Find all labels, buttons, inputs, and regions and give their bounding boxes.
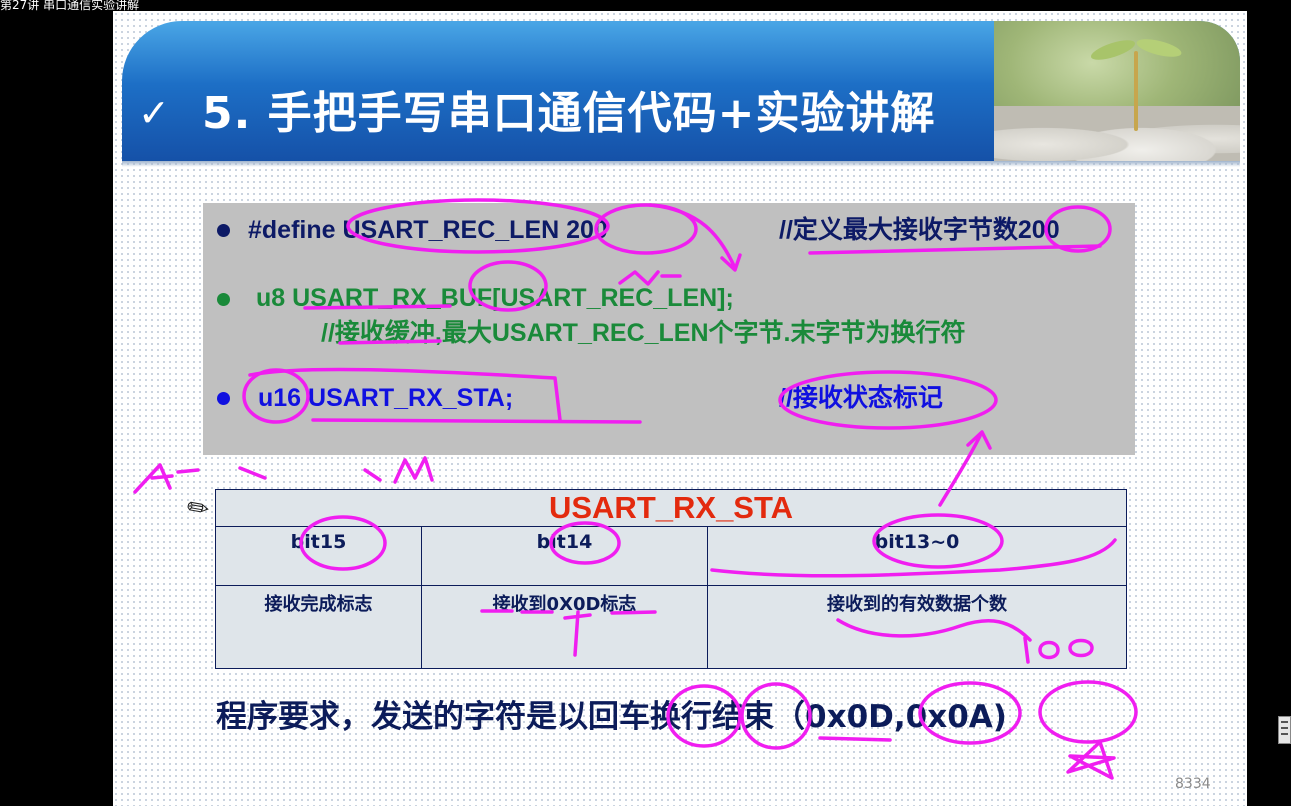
- usart-rx-sta-table: USART_RX_STA bit15 bit14 bit13~0 接收完成标志 …: [215, 489, 1127, 669]
- sprout-photo: [994, 21, 1240, 161]
- desc-bit14: 接收到0X0D标志: [421, 585, 708, 669]
- code-line-buffer: u8 USART_RX_BUF[USART_REC_LEN];: [256, 284, 734, 312]
- presentation-slide: ✓ 5. 手把手写串口通信代码+实验讲解 #define USART_REC_L…: [113, 11, 1247, 806]
- checkmark-icon: ✓: [138, 91, 170, 135]
- pebbles-image: [994, 106, 1240, 161]
- desc-bit13-0: 接收到的有效数据个数: [707, 585, 1127, 669]
- slide-title: 5. 手把手写串口通信代码+实验讲解: [202, 88, 936, 139]
- requirement-text: 程序要求，发送的字符是以回车换行结束（0x0D,0x0A): [216, 699, 1007, 735]
- sprout-leaf-left: [1088, 36, 1138, 64]
- bullet-icon: [217, 224, 230, 237]
- header-bit13-0: bit13~0: [707, 526, 1127, 586]
- bullet-icon: [217, 293, 230, 306]
- code-comment-buffer: //接收缓冲,最大USART_REC_LEN个字节.末字节为换行符: [321, 319, 966, 347]
- header-bit14: bit14: [421, 526, 708, 586]
- code-line-status: u16 USART_RX_STA;: [258, 384, 514, 412]
- header-bit15: bit15: [215, 526, 422, 586]
- sprout-leaf-right: [1134, 35, 1184, 61]
- desc-bit15: 接收完成标志: [215, 585, 422, 669]
- code-comment-status: //接收状态标记: [779, 384, 943, 412]
- code-panel: #define USART_REC_LEN 200 //定义最大接收字节数200…: [203, 203, 1135, 455]
- slide-header-bar: ✓ 5. 手把手写串口通信代码+实验讲解: [122, 21, 1240, 161]
- code-line-define: #define USART_REC_LEN 200: [248, 216, 608, 244]
- window-title: 第27讲 串口通信实验讲解: [0, 0, 140, 11]
- bullet-icon: [217, 392, 230, 405]
- code-comment-define: //定义最大接收字节数200: [779, 216, 1060, 244]
- table-title: USART_RX_STA: [215, 489, 1127, 527]
- watermark: 8334: [1175, 776, 1211, 792]
- sprout-stem: [1134, 51, 1138, 131]
- header-shadow: [122, 161, 1240, 167]
- scrollbar-handle[interactable]: [1278, 716, 1291, 744]
